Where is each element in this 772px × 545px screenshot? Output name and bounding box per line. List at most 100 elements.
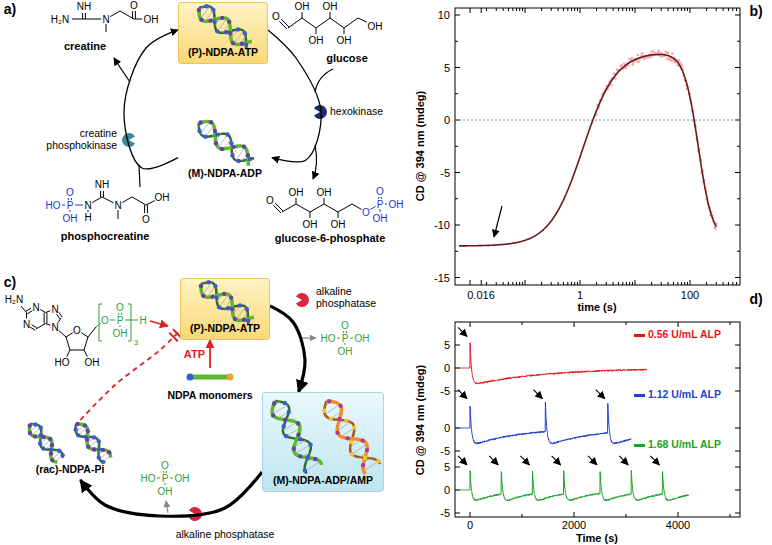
axis-tick <box>706 282 707 285</box>
helix-bead <box>41 446 45 450</box>
bond-line <box>132 11 133 19</box>
axis-tick <box>455 146 458 147</box>
axis-tick <box>567 282 568 285</box>
atom-label: P <box>117 315 124 326</box>
helix-bead <box>361 463 365 467</box>
atom-label: P <box>342 333 349 344</box>
tick-label: 2000 <box>562 519 586 531</box>
data-point <box>657 49 660 52</box>
axis-tick <box>678 512 679 517</box>
bond-line <box>70 350 84 351</box>
axis-tick <box>571 8 572 11</box>
axis-tick <box>677 282 678 285</box>
axis-tick <box>512 8 513 11</box>
axis-tick <box>735 277 740 278</box>
axis-tick <box>736 8 737 11</box>
helix-bead <box>204 4 208 8</box>
helix-bead <box>220 16 224 20</box>
atom-label: P <box>377 199 384 210</box>
bond-line <box>316 18 330 28</box>
axis-tick <box>522 8 523 11</box>
atom-label: N <box>51 322 58 333</box>
helix-bead <box>215 132 219 136</box>
molecule-box: (rac)-NDPA-Pi <box>18 420 122 480</box>
molecule-name: creatine <box>64 40 106 52</box>
bond-line <box>57 314 60 319</box>
bond-line <box>26 313 27 319</box>
data-point <box>620 64 623 67</box>
axis-tick <box>496 282 497 285</box>
axis-tick <box>455 15 460 16</box>
bond-line <box>316 28 317 34</box>
enzyme-label: creatine phosphokinase <box>37 128 117 151</box>
helix-bead <box>313 457 317 461</box>
bond-line <box>81 333 88 337</box>
tick-label: 0 <box>444 484 450 496</box>
tick-label: 5 <box>444 339 450 351</box>
helix-bead <box>28 431 32 435</box>
bond-line <box>32 325 37 328</box>
axis-tick <box>673 282 674 285</box>
legend-label: 1.68 U/mL ALP <box>648 438 721 450</box>
axis-tick <box>735 490 740 491</box>
axis-tick <box>632 282 633 285</box>
atom-label: N <box>23 318 30 329</box>
bond-line <box>36 324 46 330</box>
bond-line <box>46 313 47 324</box>
bond-line <box>132 197 146 205</box>
axis-tick <box>737 93 740 94</box>
axis-tick <box>596 282 597 285</box>
bond-line <box>302 12 303 18</box>
axis-tick <box>455 67 460 68</box>
helix-strand <box>76 424 111 458</box>
helix-bead <box>229 141 233 145</box>
atom-label: H₂N <box>51 14 69 25</box>
bond-line <box>92 197 102 203</box>
chart-b <box>455 8 740 285</box>
tick-label: 1 <box>577 289 583 301</box>
axis-tick <box>558 282 559 285</box>
axis-tick <box>613 8 614 11</box>
helix-bead <box>76 433 80 437</box>
axis-tick <box>668 282 669 285</box>
atom-label: OH <box>338 346 353 357</box>
helix-bead <box>303 468 307 472</box>
side-arrow <box>315 69 333 92</box>
helix-bead <box>220 147 224 151</box>
helix-bead <box>213 129 217 133</box>
axis-tick <box>455 451 460 452</box>
helix-bead <box>230 307 234 311</box>
bond-line <box>118 210 119 219</box>
data-point <box>619 65 622 68</box>
helix-bead <box>211 8 215 12</box>
node-label: (P)-NDPA-ATP <box>188 46 258 58</box>
bond-line <box>281 19 289 27</box>
atom-label: NH <box>95 179 109 190</box>
plot-frame <box>455 322 740 517</box>
axis-tick <box>737 146 740 147</box>
atom-label: OH <box>373 213 388 224</box>
panel-letter: d) <box>749 292 762 307</box>
axis-tick <box>706 8 707 11</box>
atom-label: O <box>266 195 274 206</box>
block-mark <box>169 333 177 342</box>
bond-line <box>40 310 45 313</box>
helix-bead <box>92 435 96 439</box>
pointer-arrow <box>520 456 529 465</box>
axis-tick <box>522 322 523 325</box>
bond-line <box>66 337 70 350</box>
helix-bead <box>203 134 207 138</box>
axis-tick <box>651 282 652 285</box>
helix-bead <box>376 459 380 463</box>
helix-bead <box>243 31 247 35</box>
helix-bead <box>73 427 77 431</box>
axis-tick <box>577 282 578 285</box>
data-point <box>714 227 717 230</box>
legend-label: 0.56 U/mL ALP <box>648 328 721 340</box>
pointer-arrow <box>458 456 467 465</box>
pointer-arrow <box>494 206 502 237</box>
axis-tick <box>571 282 572 285</box>
helix-bead <box>238 303 242 307</box>
helix-bead <box>86 445 90 449</box>
